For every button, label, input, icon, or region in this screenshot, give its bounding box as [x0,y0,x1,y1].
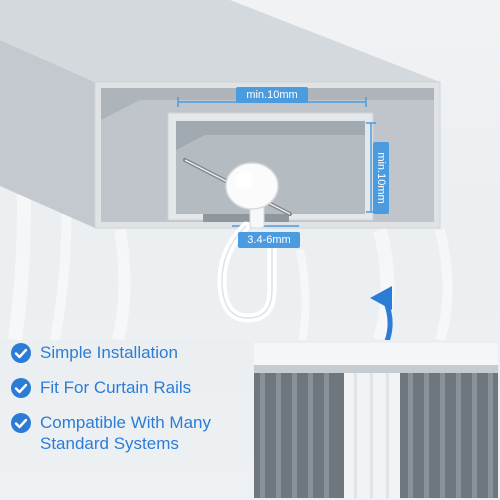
curtain-glider-hook-icon [217,162,279,323]
rail-cross-section-illustration [0,0,441,340]
dimension-label-slot-gap: 3.4-6mm [238,232,300,248]
rail-top-face [0,0,440,82]
installed-curtain-photo [254,343,498,498]
dimension-label-width: min.10mm [236,87,308,103]
dark-curtain-right [400,373,498,498]
check-circle-icon [11,343,31,363]
check-circle-icon [11,413,31,433]
dimension-label-height: min.10mm [373,142,389,214]
rail-side-face [0,40,95,228]
feature-label: Fit For Curtain Rails [40,378,192,397]
feature-item: Compatible With Many Standard Systems [10,412,246,454]
check-circle-icon [11,378,31,398]
feature-list: Simple Installation Fit For Curtain Rail… [10,342,246,467]
feature-label: Compatible With Many Standard Systems [40,413,212,453]
feature-item: Simple Installation [10,342,246,364]
feature-item: Fit For Curtain Rails [10,377,246,399]
curved-arrow-up-icon [370,286,393,340]
dark-curtain-left [254,373,344,498]
rail-slot [203,214,289,222]
feature-label: Simple Installation [40,343,178,362]
